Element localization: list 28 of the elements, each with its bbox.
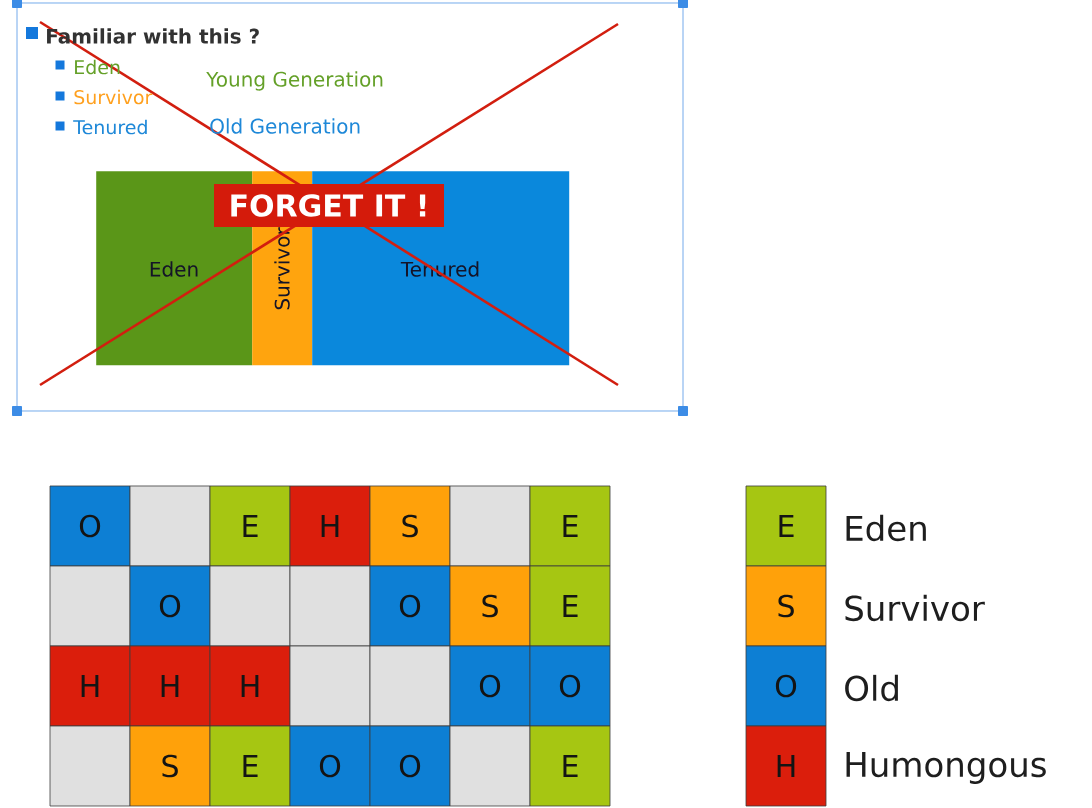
region-cell: O bbox=[129, 565, 211, 647]
stamp-box: FORGET IT ! bbox=[214, 184, 444, 227]
region-cell: H bbox=[129, 645, 211, 727]
generation-label: Old Generation bbox=[210, 118, 360, 134]
region-cell: S bbox=[369, 485, 451, 567]
list-item: Survivor bbox=[74, 89, 153, 105]
region-cell: O bbox=[369, 565, 451, 647]
region-cell: O bbox=[529, 645, 611, 727]
legend-text: Survivor bbox=[845, 594, 985, 622]
region-cell: O bbox=[49, 485, 131, 567]
legend-text: Eden bbox=[846, 514, 926, 542]
region-cell: E bbox=[209, 485, 291, 567]
region-cell: O bbox=[369, 725, 451, 807]
region-cell: S bbox=[129, 725, 211, 807]
region-cell: O bbox=[449, 645, 531, 727]
generation-label: Young Generation bbox=[206, 71, 383, 91]
region-cell: O bbox=[289, 725, 371, 807]
region-cell: E bbox=[209, 725, 291, 807]
region-cell: H bbox=[209, 645, 291, 727]
list-item: Tenured bbox=[73, 119, 147, 135]
region-cell: E bbox=[529, 725, 611, 807]
legend-text: Old bbox=[845, 674, 898, 702]
region-cell: H bbox=[289, 485, 371, 567]
region-cell: E bbox=[529, 485, 611, 567]
legend-text: Humongous bbox=[846, 752, 1046, 784]
region-cell: H bbox=[49, 645, 131, 727]
region-cell: E bbox=[529, 565, 611, 647]
region-cell: S bbox=[449, 565, 531, 647]
